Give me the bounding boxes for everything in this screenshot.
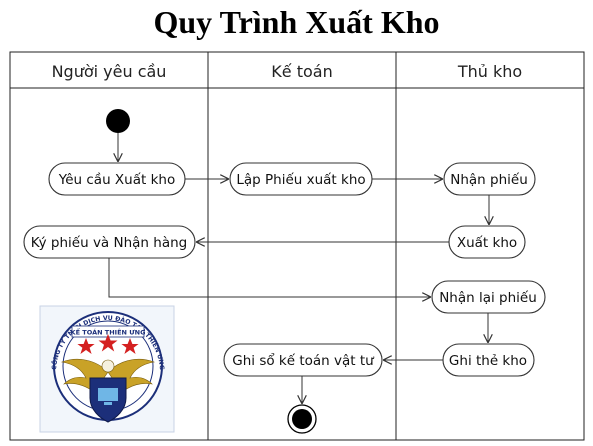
node-receive-slip-back: Nhận lại phiếu [431, 280, 546, 314]
logo-star-icon [121, 338, 139, 354]
node-receive-slip: Nhận phiếu [443, 162, 536, 196]
node-record-ledger: Ghi sổ kế toán vật tư [223, 343, 383, 377]
node-export-goods-label: Xuất kho [457, 235, 517, 251]
node-receive-slip-back-label: Nhận lại phiếu [439, 289, 537, 306]
start-node [106, 109, 130, 133]
node-request-export-label: Yêu cầu Xuất kho [58, 172, 175, 188]
node-receive-slip-label: Nhận phiếu [450, 171, 528, 188]
node-sign-and-receive: Ký phiếu và Nhận hàng [23, 225, 196, 259]
node-update-stock-card: Ghi thẻ kho [442, 343, 535, 377]
logo-computer-icon [98, 388, 118, 401]
logo-brand-text: KẾ TOÁN THIÊN ƯNG [71, 327, 146, 337]
node-update-stock-card-label: Ghi thẻ kho [449, 353, 527, 369]
node-create-slip: Lập Phiếu xuất kho [229, 162, 373, 196]
diagram-title: Quy Trình Xuất Kho [153, 4, 440, 40]
logo-star-icon [98, 334, 118, 352]
logo-star-icon [77, 338, 95, 354]
lane-title-accounting: Kế toán [271, 62, 332, 81]
node-request-export: Yêu cầu Xuất kho [48, 162, 186, 196]
end-node-ring [287, 404, 317, 434]
edge-sign-to-receive-back [108, 258, 430, 297]
logo-eagle-head [101, 359, 115, 373]
node-create-slip-label: Lập Phiếu xuất kho [236, 171, 365, 188]
end-node [292, 409, 312, 429]
lane-title-warehouse-keeper: Thủ kho [457, 62, 522, 81]
company-logo: CÔNG TY TNHH DỊCH VỤ ĐÀO TẠO THIÊN ƯNG K… [39, 305, 175, 433]
swimlane-frame [9, 51, 585, 441]
node-export-goods: Xuất kho [448, 225, 526, 259]
node-sign-and-receive-label: Ký phiếu và Nhận hàng [31, 234, 187, 251]
node-record-ledger-label: Ghi sổ kế toán vật tư [232, 352, 375, 369]
lane-title-requester: Người yêu cầu [52, 62, 167, 81]
